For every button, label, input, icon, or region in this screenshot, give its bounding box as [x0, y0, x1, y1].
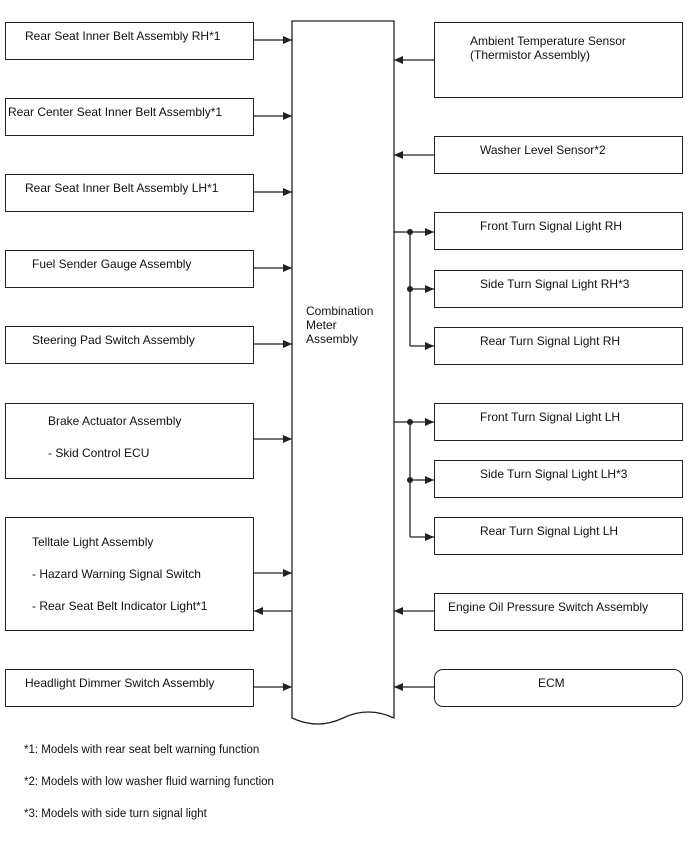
rear-seat-inner-belt-rh-label: Rear Seat Inner Belt Assembly RH*1 [25, 29, 221, 43]
front-turn-signal-rh-label: Front Turn Signal Light RH [480, 219, 623, 233]
headlight-dimmer-switch-label: Headlight Dimmer Switch Assembly [25, 676, 215, 690]
footnote-3: *3: Models with side turn signal light [24, 808, 207, 820]
rear-seat-inner-belt-lh-box: Rear Seat Inner Belt Assembly LH*1 [5, 174, 254, 212]
ecm-label: ECM [538, 676, 565, 690]
brake-actuator-box: Brake Actuator Assembly - Skid Control E… [5, 403, 254, 479]
rear-seat-inner-belt-rh-box: Rear Seat Inner Belt Assembly RH*1 [5, 22, 254, 60]
steering-pad-switch-box: Steering Pad Switch Assembly [5, 326, 254, 364]
front-turn-signal-rh-box: Front Turn Signal Light RH [434, 212, 683, 250]
footnote-2: *2: Models with low washer fluid warning… [24, 776, 274, 788]
hazard-warning-switch-label: - Hazard Warning Signal Switch [32, 567, 201, 581]
fuel-sender-gauge-label: Fuel Sender Gauge Assembly [32, 257, 192, 271]
rear-seat-inner-belt-lh-label: Rear Seat Inner Belt Assembly LH*1 [25, 181, 219, 195]
rear-turn-signal-lh-label: Rear Turn Signal Light LH [480, 524, 619, 538]
side-turn-signal-lh-box: Side Turn Signal Light LH*3 [434, 460, 683, 498]
ambient-temp-sensor-label: Ambient Temperature Sensor (Thermistor A… [470, 34, 626, 62]
washer-level-sensor-label: Washer Level Sensor*2 [480, 143, 606, 157]
rear-belt-indicator-label: - Rear Seat Belt Indicator Light*1 [32, 599, 208, 613]
telltale-light-box: Telltale Light Assembly - Hazard Warning… [5, 517, 254, 631]
washer-level-sensor-box: Washer Level Sensor*2 [434, 136, 683, 174]
junction-dot [407, 229, 413, 235]
side-turn-signal-rh-label: Side Turn Signal Light RH*3 [480, 277, 630, 291]
front-turn-signal-lh-box: Front Turn Signal Light LH [434, 403, 683, 441]
front-turn-signal-lh-label: Front Turn Signal Light LH [480, 410, 621, 424]
brake-actuator-title: Brake Actuator Assembly [48, 414, 182, 428]
steering-pad-switch-label: Steering Pad Switch Assembly [32, 333, 195, 347]
telltale-light-title: Telltale Light Assembly [32, 535, 154, 549]
skid-control-ecu-label: - Skid Control ECU [48, 446, 150, 460]
combination-meter-label: Combination Meter Assembly [306, 304, 374, 346]
rear-center-seat-inner-belt-label: Rear Center Seat Inner Belt Assembly*1 [8, 105, 223, 119]
footnote-1: *1: Models with rear seat belt warning f… [24, 744, 260, 756]
combination-meter-block [291, 20, 395, 725]
rear-center-seat-inner-belt-box: Rear Center Seat Inner Belt Assembly*1 [5, 98, 254, 136]
fuel-sender-gauge-box: Fuel Sender Gauge Assembly [5, 250, 254, 288]
rear-turn-signal-rh-label: Rear Turn Signal Light RH [480, 334, 621, 348]
side-turn-signal-lh-label: Side Turn Signal Light LH*3 [480, 467, 628, 481]
side-turn-signal-rh-box: Side Turn Signal Light RH*3 [434, 270, 683, 308]
ecm-box: ECM [434, 669, 683, 707]
rear-turn-signal-lh-box: Rear Turn Signal Light LH [434, 517, 683, 555]
junction-dot [407, 419, 413, 425]
junction-dot [407, 286, 413, 292]
engine-oil-pressure-switch-box: Engine Oil Pressure Switch Assembly [434, 593, 683, 631]
headlight-dimmer-switch-box: Headlight Dimmer Switch Assembly [5, 669, 254, 707]
ambient-temp-sensor-box: Ambient Temperature Sensor (Thermistor A… [434, 22, 683, 98]
junction-dot [407, 477, 413, 483]
engine-oil-pressure-switch-label: Engine Oil Pressure Switch Assembly [448, 600, 649, 614]
rear-turn-signal-rh-box: Rear Turn Signal Light RH [434, 327, 683, 365]
